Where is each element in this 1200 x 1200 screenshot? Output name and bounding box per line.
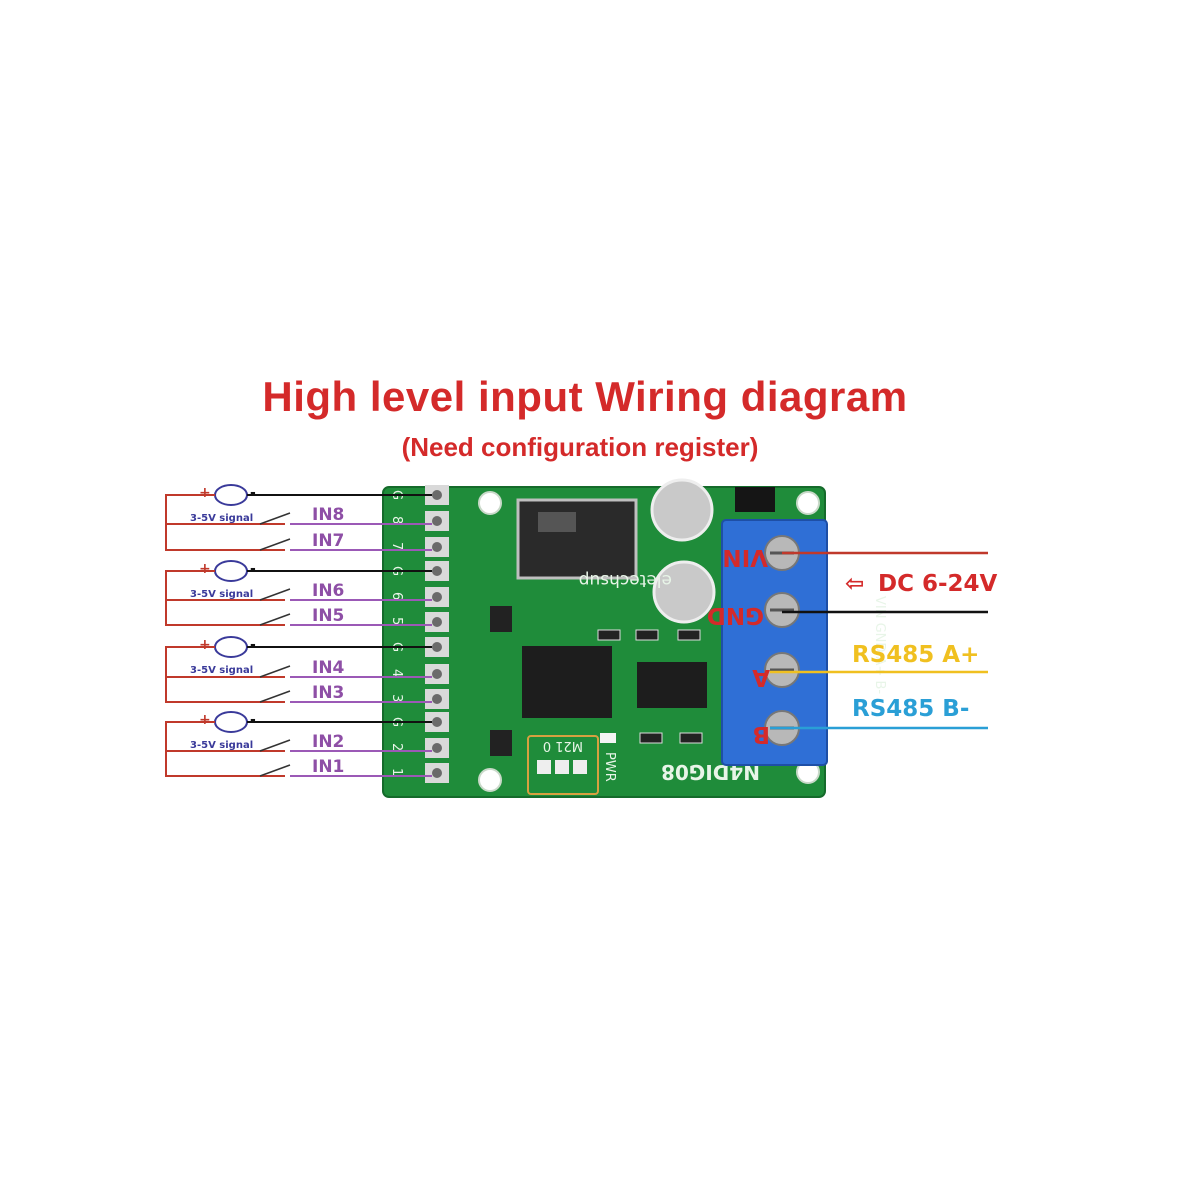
switch-contact (259, 512, 291, 525)
input-label: IN7 (312, 531, 344, 551)
input-label: IN2 (312, 732, 344, 752)
signal-source-icon (214, 484, 248, 506)
capacitor (652, 560, 716, 624)
rs485-ic (637, 662, 707, 708)
black-header (735, 487, 775, 512)
terminal-block (721, 519, 828, 766)
voltage-regulator (516, 498, 638, 580)
pwr-silkscreen: PWR (602, 752, 617, 782)
pin-hole (432, 642, 442, 652)
pin-hole (432, 669, 442, 679)
plus-label: + (199, 561, 211, 577)
diagram-title: High level input Wiring diagram (262, 373, 908, 420)
signal-wire (165, 524, 285, 551)
pwr-led (600, 733, 616, 743)
input-label: IN3 (312, 683, 344, 703)
pin-hole (432, 516, 442, 526)
pin-hole (432, 743, 442, 753)
power-label: DC 6-24V (878, 571, 998, 597)
terminal-label-gnd: GND (707, 602, 764, 628)
main-ic (522, 646, 612, 718)
regulator-tab (538, 512, 576, 532)
signal-wire (165, 600, 285, 626)
rs485-b-label: RS485 B- (852, 696, 969, 722)
smd-part (639, 732, 663, 744)
pin-hole (432, 566, 442, 576)
dip-switch-label: M21 0 (543, 738, 583, 753)
signal-wire (165, 494, 285, 525)
pin-hole (432, 694, 442, 704)
pin-hole (432, 717, 442, 727)
terminal-label-b: B (752, 721, 770, 747)
mount-hole (478, 491, 502, 515)
smd-part (679, 732, 703, 744)
signal-wire (165, 570, 285, 601)
signal-wire (165, 677, 285, 703)
pin-hole (432, 617, 442, 627)
pin-number: 3 (389, 694, 404, 702)
switch-contact (259, 690, 291, 703)
pin-hole (432, 490, 442, 500)
terminal-label-vin: VIN (722, 544, 768, 570)
plus-label: + (199, 485, 211, 501)
power-arrow-icon: ⇦ (845, 571, 864, 597)
switch-contact (259, 739, 291, 752)
signal-label: 3-5V signal (190, 589, 253, 600)
switch-contact (259, 764, 291, 777)
minus-label: - (250, 561, 256, 577)
signal-wire (165, 721, 285, 752)
capacitor (650, 478, 714, 542)
smd-part (677, 629, 701, 641)
pin-number: 4 (389, 669, 404, 677)
dip-switch-pad (555, 760, 569, 774)
small-ic (490, 730, 512, 756)
minus-label: - (250, 485, 256, 501)
signal-label: 3-5V signal (190, 665, 253, 676)
signal-source-icon (214, 711, 248, 733)
mount-hole (796, 491, 820, 515)
terminal-label-a: A (752, 664, 770, 690)
pin-number: 6 (389, 592, 404, 600)
pin-hole (432, 768, 442, 778)
input-label: IN5 (312, 606, 344, 626)
input-label: IN8 (312, 505, 344, 525)
signal-source-icon (214, 560, 248, 582)
signal-label: 3-5V signal (190, 513, 253, 524)
dip-switch-pad (537, 760, 551, 774)
smd-part (597, 629, 621, 641)
diagram-subtitle: (Need configuration register) (401, 432, 759, 462)
terminal-silkscreen: VIN GND A+ B- (872, 596, 887, 694)
brand-silkscreen: eletechsup (579, 570, 672, 590)
pin-number: 1 (389, 768, 404, 776)
mount-hole (478, 768, 502, 792)
minus-label: - (250, 712, 256, 728)
pin-number: 8 (389, 516, 404, 524)
switch-contact (259, 588, 291, 601)
switch-contact (259, 538, 291, 551)
pin-number: 5 (389, 617, 404, 625)
signal-label: 3-5V signal (190, 740, 253, 751)
input-label: IN1 (312, 757, 344, 777)
pin-number: 2 (389, 743, 404, 751)
signal-source-icon (214, 636, 248, 658)
pin-hole (432, 592, 442, 602)
signal-wire (165, 751, 285, 777)
plus-label: + (199, 712, 211, 728)
signal-wire (165, 646, 285, 678)
switch-contact (259, 665, 291, 678)
small-ic (490, 606, 512, 632)
pin-hole (432, 542, 442, 552)
plus-label: + (199, 637, 211, 653)
dip-switch-highlight (527, 735, 599, 795)
smd-part (635, 629, 659, 641)
input-label: IN4 (312, 658, 345, 678)
dip-switch-pad (573, 760, 587, 774)
minus-label: - (250, 637, 256, 653)
rs485-a-label: RS485 A+ (852, 642, 979, 668)
switch-contact (259, 613, 291, 626)
pin-number: 7 (389, 542, 404, 550)
input-label: IN6 (312, 581, 344, 601)
